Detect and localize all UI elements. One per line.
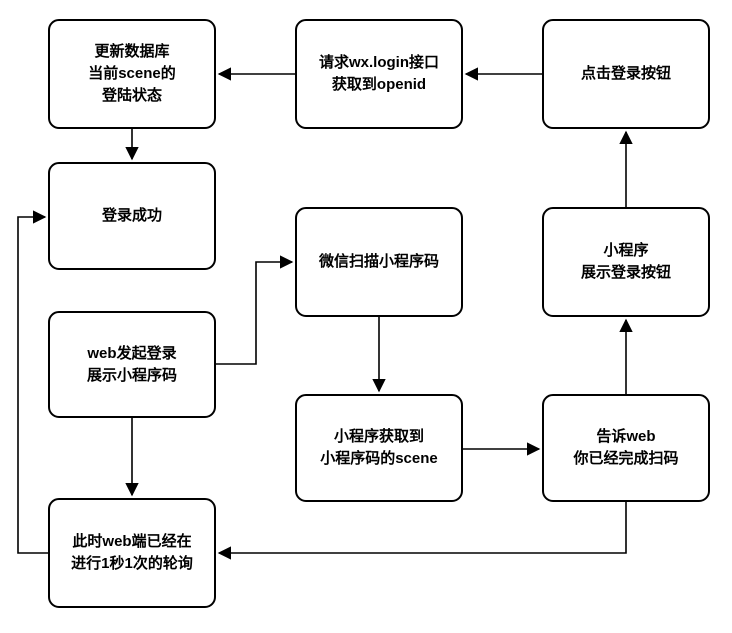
- node-request-wxlogin: 请求wx.login接口 获取到openid: [295, 19, 463, 129]
- node-miniprogram-show-login-button: 小程序 展示登录按钮: [542, 207, 710, 317]
- node-wechat-scan-code: 微信扫描小程序码: [295, 207, 463, 317]
- node-tell-web-scan-complete: 告诉web 你已经完成扫码: [542, 394, 710, 502]
- node-login-success: 登录成功: [48, 162, 216, 270]
- edge-web-polling-to-login-success: [17, 210, 48, 554]
- edge-tell-web-to-web-polling: [217, 502, 627, 560]
- node-web-polling: 此时web端已经在 进行1秒1次的轮询: [48, 498, 216, 608]
- edge-web-initiate-to-wechat-scan: [216, 255, 294, 365]
- node-click-login-button: 点击登录按钮: [542, 19, 710, 129]
- node-miniprogram-get-scene: 小程序获取到 小程序码的scene: [295, 394, 463, 502]
- node-web-initiate-login: web发起登录 展示小程序码: [48, 311, 216, 418]
- node-update-database: 更新数据库 当前scene的 登陆状态: [48, 19, 216, 129]
